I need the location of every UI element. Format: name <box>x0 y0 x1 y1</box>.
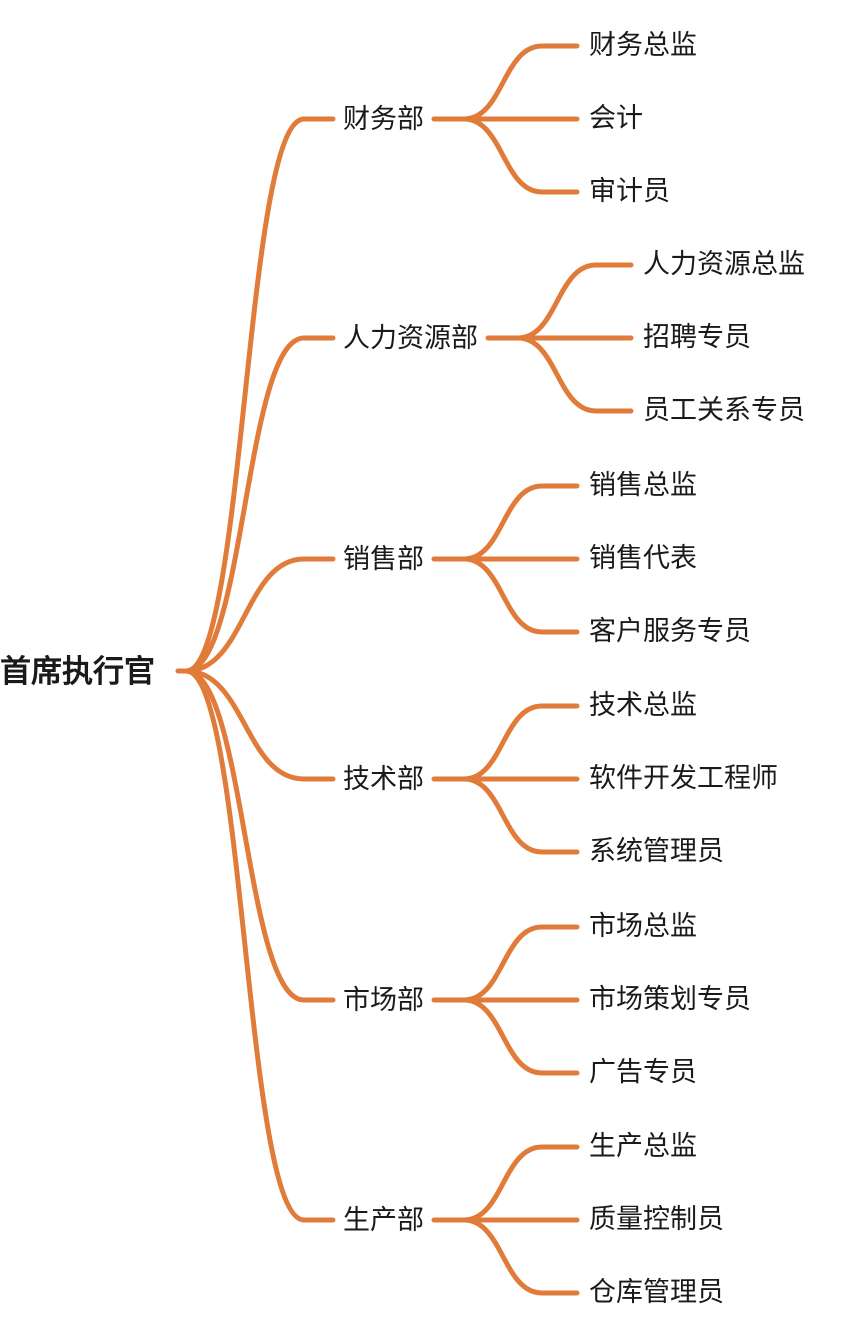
root-to-department-branch <box>183 668 307 1223</box>
department-to-role-branch <box>515 335 599 414</box>
department-node: 技术部 <box>343 764 424 795</box>
role-node: 软件开发工程师 <box>589 763 778 794</box>
role-node: 会计 <box>589 103 643 134</box>
role-node: 员工关系专员 <box>643 395 805 426</box>
department-to-role-branch <box>461 1144 545 1223</box>
department-to-role-branch <box>461 1217 545 1296</box>
department-to-role-branch <box>461 703 545 782</box>
role-node: 销售总监 <box>589 470 697 501</box>
role-node: 质量控制员 <box>589 1204 724 1235</box>
department-to-role-branch <box>461 997 545 1076</box>
department-to-role-branch <box>461 556 545 635</box>
role-node: 招聘专员 <box>643 322 751 353</box>
department-to-role-branch <box>461 116 545 195</box>
role-node: 仓库管理员 <box>589 1277 724 1308</box>
role-node: 客户服务专员 <box>589 616 751 647</box>
role-node: 生产总监 <box>589 1131 697 1162</box>
root-to-department-branch <box>183 668 307 1003</box>
branch-lines <box>175 43 634 1296</box>
department-to-role-branch <box>461 483 545 562</box>
root-node-ceo: 首席执行官 <box>0 654 155 690</box>
role-node: 市场总监 <box>589 911 697 942</box>
root-to-department-branch <box>183 556 307 674</box>
role-node: 人力资源总监 <box>643 249 805 280</box>
role-node: 审计员 <box>589 176 670 207</box>
department-to-role-branch <box>461 776 545 855</box>
root-to-department-branch <box>183 116 307 674</box>
role-node: 技术总监 <box>589 690 697 721</box>
role-node: 广告专员 <box>589 1057 697 1088</box>
department-node: 市场部 <box>343 985 424 1016</box>
role-node: 财务总监 <box>589 30 697 61</box>
department-node: 财务部 <box>343 104 424 135</box>
role-node: 系统管理员 <box>589 836 724 867</box>
department-node: 销售部 <box>343 544 424 575</box>
role-node: 销售代表 <box>589 543 697 574</box>
department-to-role-branch <box>461 924 545 1003</box>
role-node: 市场策划专员 <box>589 984 751 1015</box>
department-to-role-branch <box>515 262 599 341</box>
department-node: 人力资源部 <box>343 323 478 354</box>
department-to-role-branch <box>461 43 545 122</box>
department-node: 生产部 <box>343 1205 424 1236</box>
root-to-department-branch <box>183 335 307 674</box>
root-to-department-branch <box>183 668 307 782</box>
